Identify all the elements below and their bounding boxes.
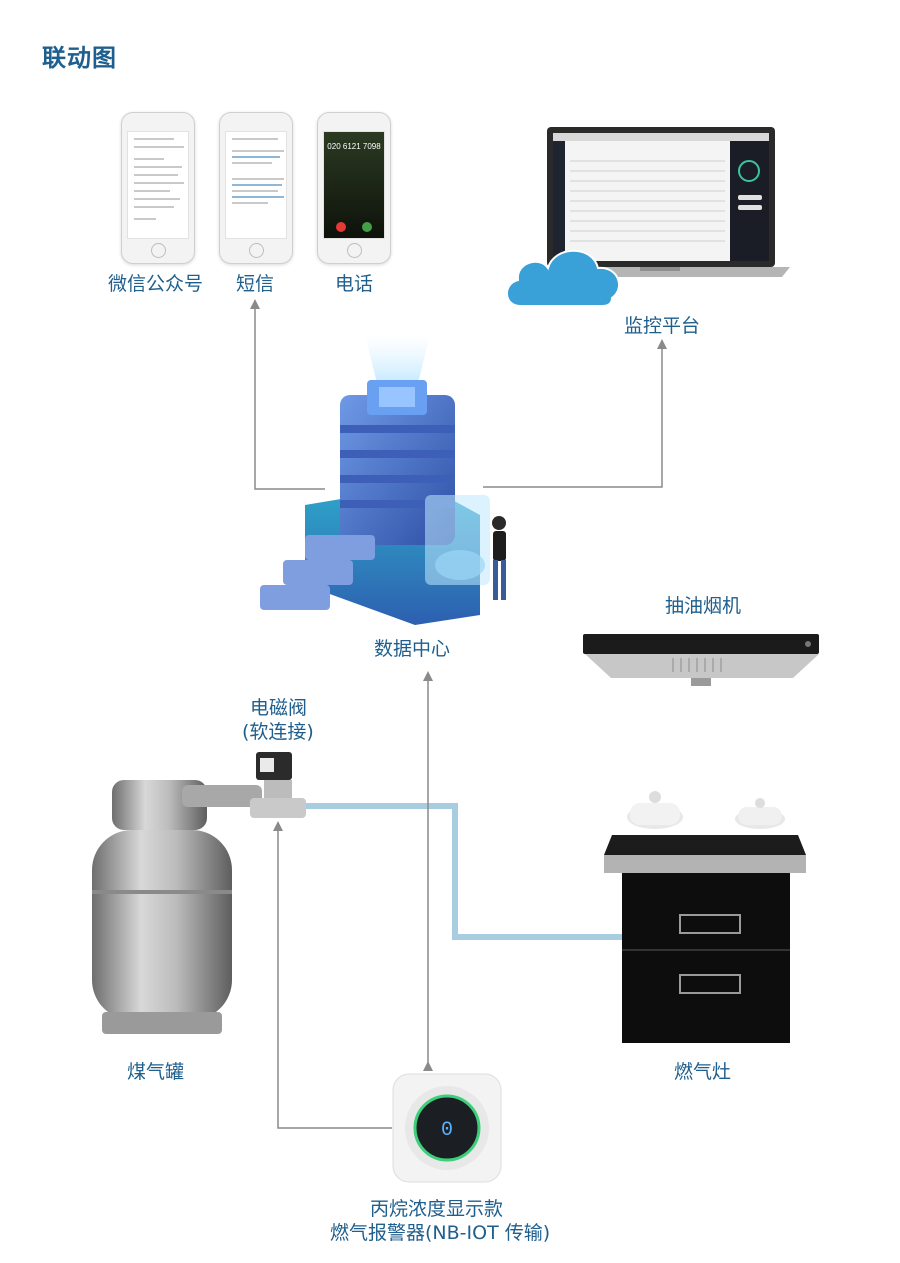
hood-label: 抽油烟机 — [665, 595, 742, 617]
call-number: 020 6121 7098 — [327, 142, 381, 151]
gas-pipe-line — [300, 803, 622, 940]
sms-phone-icon — [219, 112, 293, 264]
range-hood-icon — [583, 634, 819, 686]
gas-detector-icon: 0 — [392, 1073, 502, 1183]
arrow-to-sms — [250, 299, 325, 490]
data-center-icon — [260, 335, 506, 625]
arrow-to-platform — [483, 339, 667, 488]
detector-display: 0 — [441, 1119, 453, 1142]
stove-label: 燃气灶 — [674, 1061, 732, 1083]
platform-label: 监控平台 — [624, 315, 701, 337]
sms-label: 短信 — [236, 273, 275, 295]
solenoid-valve-icon — [250, 752, 306, 818]
wechat-label: 微信公众号 — [108, 273, 204, 295]
wechat-phone-icon — [121, 112, 195, 264]
detector-label-line2: 燃气报警器(NB-IOT 传输) — [330, 1222, 551, 1244]
phone-label: 电话 — [335, 273, 374, 295]
gas-tank-icon — [92, 780, 262, 1034]
call-phone-icon: 020 6121 7098 — [317, 112, 391, 264]
detector-label-line1: 丙烷浓度显示款 — [370, 1198, 504, 1220]
datacenter-label: 数据中心 — [374, 638, 451, 660]
laptop-icon — [535, 127, 790, 277]
tank-label: 煤气罐 — [127, 1061, 185, 1083]
arrow-to-valve — [273, 821, 392, 1129]
page-title: 联动图 — [42, 44, 117, 72]
cloud-icon — [506, 249, 620, 307]
valve-label-line1: 电磁阀 — [250, 697, 308, 719]
gas-stove-icon — [604, 791, 806, 1043]
valve-label-line2: (软连接) — [242, 721, 314, 743]
